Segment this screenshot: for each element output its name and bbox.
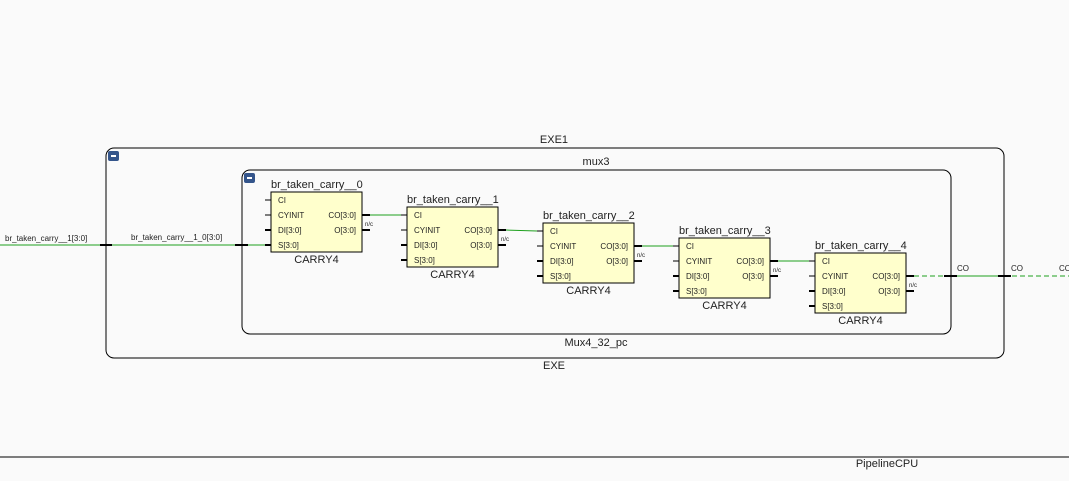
pipelinecpu-label: PipelineCPU (856, 458, 918, 470)
input-pin-label: CI (822, 257, 830, 266)
input-pin-label: CI (686, 242, 694, 251)
input-pin-label: DI[3:0] (550, 257, 574, 266)
input-pin-label: CI (550, 227, 558, 236)
cell-body[interactable] (678, 237, 771, 299)
inner-net-label: br_taken_carry__1_0[3:0] (131, 233, 222, 242)
cell-instance-name: br_taken_carry__3 (679, 225, 771, 237)
no-connect-label: n/c (365, 222, 373, 228)
input-pin-label: CYINIT (822, 272, 848, 281)
co-label-mux: CO (957, 264, 969, 273)
input-pin-label: DI[3:0] (278, 226, 302, 235)
exe-instance-label: EXE1 (540, 134, 568, 146)
cell-instance-name: br_taken_carry__4 (815, 240, 907, 252)
outer-net-label: br_taken_carry__1[3:0] (5, 234, 87, 243)
no-connect-label: n/c (773, 268, 781, 274)
cell-type-label: CARRY4 (702, 300, 746, 312)
input-pin-label: CI (414, 211, 422, 220)
cell-instance-name: br_taken_carry__2 (543, 210, 635, 222)
cell-type-label: CARRY4 (566, 285, 610, 297)
output-pin-label: O[3:0] (606, 257, 628, 266)
output-pin-label: CO[3:0] (328, 211, 356, 220)
co-label-edge: CO (1059, 264, 1069, 273)
input-pin-label: DI[3:0] (686, 272, 710, 281)
input-pin-label: CYINIT (278, 211, 304, 220)
output-pin-label: O[3:0] (334, 226, 356, 235)
carry4-cell[interactable]: br_taken_carry__0CI CYINIT DI[3:0] S[3:0] CO… (265, 179, 373, 266)
output-pin-label: O[3:0] (470, 241, 492, 250)
mux-type-label: Mux4_32_pc (565, 337, 628, 349)
output-pin-label: O[3:0] (742, 272, 764, 281)
input-pin-label: S[3:0] (550, 272, 571, 281)
output-pin-label: CO[3:0] (600, 242, 628, 251)
carry4-cell[interactable]: br_taken_carry__4CI CYINIT DI[3:0] S[3:0] CO… (809, 240, 917, 327)
input-pin-label: S[3:0] (686, 287, 707, 296)
no-connect-label: n/c (637, 253, 645, 259)
cell-instance-name: br_taken_carry__0 (271, 179, 363, 191)
cell-body[interactable] (542, 222, 635, 284)
collapse-minus-icon (111, 155, 116, 157)
collapse-minus-icon (247, 177, 252, 179)
input-pin-label: CYINIT (414, 226, 440, 235)
input-pin-label: DI[3:0] (414, 241, 438, 250)
exe-type-label: EXE (543, 360, 565, 372)
output-pin-label: CO[3:0] (736, 257, 764, 266)
carry4-cell[interactable]: br_taken_carry__3CI CYINIT DI[3:0] S[3:0] CO… (673, 225, 781, 312)
cell-body[interactable] (406, 206, 499, 268)
input-pin-label: DI[3:0] (822, 287, 846, 296)
input-pin-label: CYINIT (686, 257, 712, 266)
carry4-cell[interactable]: br_taken_carry__1CI CYINIT DI[3:0] S[3:0] CO… (401, 194, 509, 281)
cell-body[interactable] (270, 191, 363, 253)
output-pin-label: O[3:0] (878, 287, 900, 296)
output-pin-label: CO[3:0] (464, 226, 492, 235)
input-pin-label: CI (278, 196, 286, 205)
cell-instance-name: br_taken_carry__1 (407, 194, 499, 206)
no-connect-label: n/c (501, 237, 509, 243)
input-pin-label: S[3:0] (278, 241, 299, 250)
cell-body[interactable] (814, 252, 907, 314)
mux-instance-label: mux3 (583, 156, 610, 168)
cell-type-label: CARRY4 (294, 254, 338, 266)
carry4-cell[interactable]: br_taken_carry__2CI CYINIT DI[3:0] S[3:0] CO… (537, 210, 645, 297)
cell-type-label: CARRY4 (430, 269, 474, 281)
input-pin-label: S[3:0] (822, 302, 843, 311)
input-pin-label: CYINIT (550, 242, 576, 251)
input-pin-label: S[3:0] (414, 256, 435, 265)
carry-chain-wire[interactable] (505, 229, 538, 232)
cell-type-label: CARRY4 (838, 315, 882, 327)
co-label-exe: CO (1011, 264, 1023, 273)
output-pin-label: CO[3:0] (872, 272, 900, 281)
no-connect-label: n/c (909, 283, 917, 289)
